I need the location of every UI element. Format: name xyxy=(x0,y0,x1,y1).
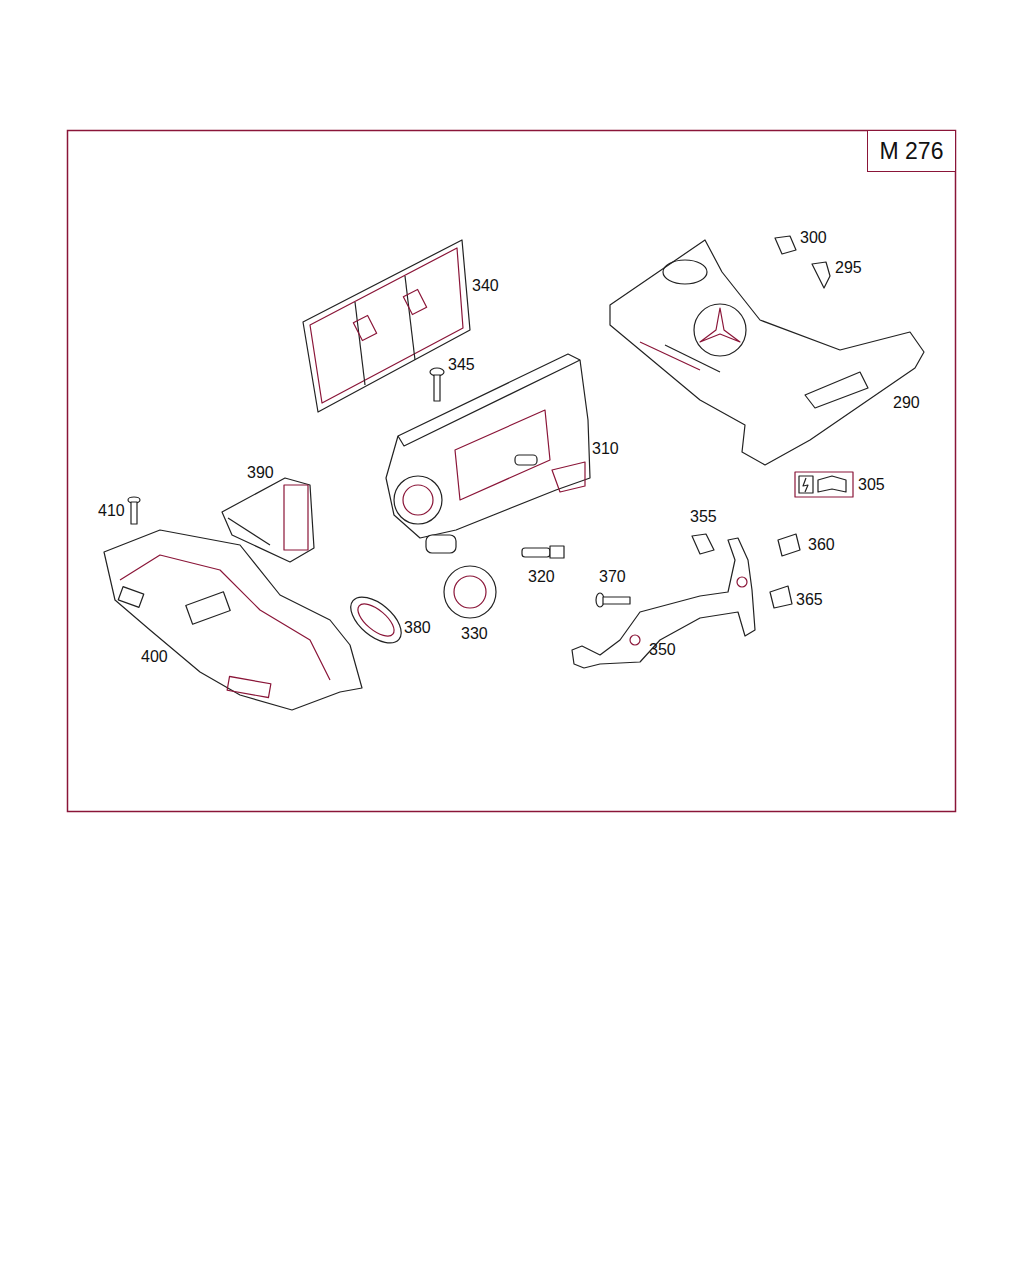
callout-number: 345 xyxy=(448,356,475,374)
seal xyxy=(343,588,410,651)
screw xyxy=(128,497,140,524)
callout-number: 400 xyxy=(141,648,168,666)
callout-number: 390 xyxy=(247,464,274,482)
callout-number: 355 xyxy=(690,508,717,526)
bolt xyxy=(596,593,630,607)
callout-number: 295 xyxy=(835,259,862,277)
callout-number: 305 xyxy=(858,476,885,494)
callout-number: 370 xyxy=(599,568,626,586)
model-code: M 276 xyxy=(880,138,944,165)
clip xyxy=(775,236,796,254)
clip xyxy=(692,534,714,554)
connector-clip xyxy=(778,534,800,556)
callout-number: 310 xyxy=(592,440,619,458)
callout-number: 330 xyxy=(461,625,488,643)
warning-label xyxy=(795,472,853,497)
filter-housing xyxy=(386,354,590,553)
callout-number: 290 xyxy=(893,394,920,412)
model-box: M 276 xyxy=(867,130,956,172)
engine-cover xyxy=(610,240,924,465)
bolt xyxy=(430,368,444,401)
callout-number: 380 xyxy=(404,619,431,637)
clip xyxy=(812,262,830,288)
callout-number: 410 xyxy=(98,502,125,520)
air-duct xyxy=(104,530,362,710)
bracket xyxy=(572,538,755,668)
air-mass-sensor xyxy=(444,566,496,618)
air-filter xyxy=(303,240,470,412)
callout-number: 350 xyxy=(649,641,676,659)
connector-clip xyxy=(770,586,792,608)
sensor xyxy=(522,546,564,558)
callout-number: 300 xyxy=(800,229,827,247)
callout-number: 365 xyxy=(796,591,823,609)
callout-number: 320 xyxy=(528,568,555,586)
callout-number: 360 xyxy=(808,536,835,554)
frame xyxy=(68,131,956,812)
callout-number: 340 xyxy=(472,277,499,295)
